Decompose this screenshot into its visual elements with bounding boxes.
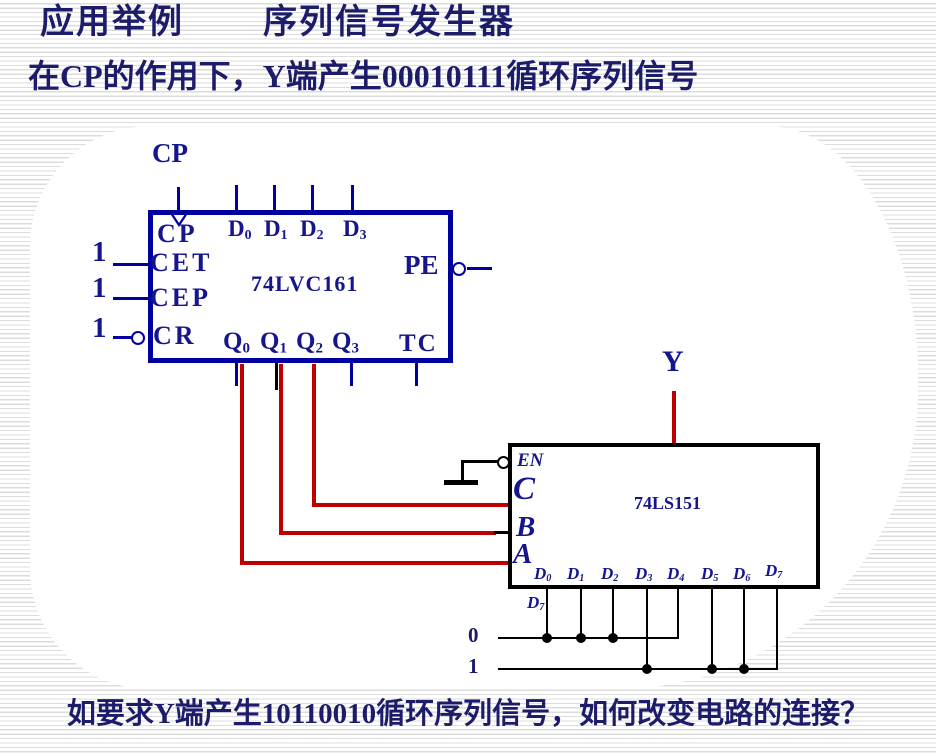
wire-q3-stub [350,363,353,386]
wire-q2-c-horizontal [312,503,510,507]
mux-pin-d6: D6 [733,564,751,585]
const-1-label: 1 [468,654,479,678]
pin-pe: PE [404,250,439,280]
wire-q1-b-vertical [279,364,283,535]
junction-d3-bus1 [642,664,652,674]
pin-sel-a: A [513,538,533,570]
pin-en: EN [517,450,544,471]
junction-d6-bus1 [739,664,749,674]
wire-d7-drop [776,589,778,670]
junction-d0-bus0 [542,633,552,643]
pin-cet: CET [150,248,213,277]
wire-q0-a-horizontal [240,561,508,565]
wire-d1-stub [273,185,276,211]
wire-d1-drop [580,589,582,639]
stray-d7-label: D7 [527,593,545,614]
wire-d3-drop [646,589,648,670]
y-output-label: Y [662,345,684,378]
pin-tc: TC [399,330,438,357]
wire-en-horizontal [461,460,498,463]
wire-pe-stub [467,267,492,270]
wire-q0-a-vertical [240,364,244,565]
counter-chip-74lvc161 [148,210,453,363]
wire-d0-stub [235,185,238,211]
wire-d5-drop [711,589,713,670]
const-0-label: 0 [468,623,479,647]
mux-pin-d2: D2 [601,564,619,585]
wire-tc-stub [415,363,418,386]
junction-d2-bus0 [608,633,618,643]
mux-chip-74ls151 [508,443,820,589]
pe-inversion-bubble [452,262,466,276]
pin-q3: Q3 [332,328,359,357]
mux-pin-d0: D0 [534,564,552,585]
const-1-cet: 1 [92,236,107,268]
wire-b-entry-stub [494,531,510,534]
pin-sel-c: C [513,471,536,507]
mux-part-number: 74LS151 [634,493,702,513]
wire-q1-stub [275,363,278,390]
wire-en-vertical [461,460,464,482]
wire-d2-drop [612,589,614,639]
wire-cet-stub [113,263,148,266]
en-inversion-bubble [497,456,510,469]
mux-pin-d1: D1 [567,564,585,585]
pin-q2: Q2 [296,328,323,357]
wire-bus-1 [498,668,778,670]
wire-cep-stub [113,297,148,300]
page-title-right: 序列信号发生器 [263,4,515,41]
wire-cr-stub [113,336,133,339]
const-1-cep: 1 [92,272,107,304]
pin-d1: D1 [264,216,288,243]
pin-d2: D2 [300,216,324,243]
mux-pin-d4: D4 [667,564,685,585]
wire-q1-b-horizontal [279,531,496,535]
pin-cep: CEP [150,283,211,312]
junction-d1-bus0 [576,633,586,643]
wire-d2-stub [311,185,314,211]
const-1-cr: 1 [92,312,107,344]
cr-inversion-bubble [131,331,145,345]
mux-pin-d7: D7 [765,561,783,582]
junction-d5-bus1 [707,664,717,674]
wire-d3-stub [351,185,354,211]
pin-cp: CP [157,219,198,248]
wire-bus-0 [498,637,679,639]
footer-question: 如要求Y端产生10110010循环序列信号，如何改变电路的连接？ [66,698,870,730]
pin-d0: D0 [228,216,252,243]
mux-pin-d5: D5 [701,564,719,585]
cp-signal-label: CP [152,138,188,168]
wire-d4-drop [677,589,679,639]
counter-part-number: 74LVC161 [251,271,359,296]
page-title-left: 应用举例 [40,4,184,41]
wire-cp-stub [177,187,180,211]
wire-d0-drop [546,589,548,639]
clock-edge-icon [170,212,188,227]
wire-y-output [672,391,676,445]
wire-q0-stub [235,363,238,386]
pin-q0: Q0 [223,328,250,357]
wire-d6-drop [743,589,745,670]
ground-icon [444,480,478,485]
mux-pin-d3: D3 [635,564,653,585]
pin-q1: Q1 [260,328,287,357]
wire-q2-c-vertical [312,364,316,507]
pin-cr: CR [153,321,197,350]
pin-d3: D3 [343,216,367,243]
subtitle: 在CP的作用下，Y端产生00010111循环序列信号 [28,58,699,94]
pin-sel-b: B [516,511,536,543]
